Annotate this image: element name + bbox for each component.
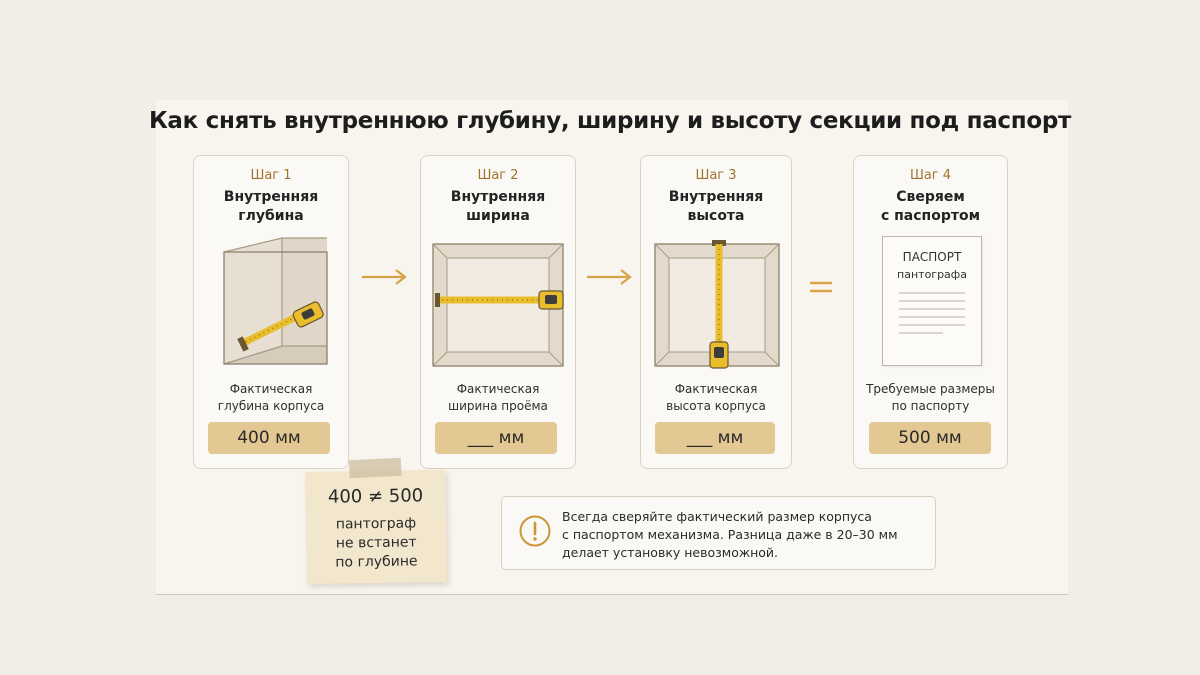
warning-text-line: делает установку невозможной.	[562, 545, 779, 560]
step-caption-line: Фактическая	[674, 382, 758, 396]
step-caption: Требуемые размеры по паспорту	[854, 381, 1007, 415]
step-title-line: с паспортом	[880, 208, 981, 224]
tape-strip	[348, 457, 402, 479]
arrow-right-icon	[587, 269, 632, 285]
step-title-line: Внутренняя	[668, 189, 764, 205]
warning-note: Всегда сверяйте фактический размер корпу…	[501, 496, 936, 570]
step-caption: Фактическая ширина проёма	[421, 381, 575, 415]
step-number: Шаг 2	[477, 168, 519, 183]
mismatch-text-line: по глубине	[335, 553, 418, 571]
step-caption-line: высота корпуса	[666, 399, 766, 413]
warning-text-line: Всегда сверяйте фактический размер корпу…	[562, 509, 872, 524]
passport-document-icon: ПАСПОРТ пантографа	[882, 236, 982, 366]
step-title: Внутренняя высота	[641, 188, 791, 226]
step-title-line: ширина	[466, 208, 530, 224]
page-title: Как снять внутреннюю глубину, ширину и в…	[148, 108, 1072, 134]
mismatch-text: пантограф не встанет по глубине	[306, 514, 447, 573]
step-caption-line: по паспорту	[891, 399, 970, 413]
warning-icon	[519, 515, 551, 547]
step-caption: Фактическая высота корпуса	[641, 381, 791, 415]
step-title: Внутренняя глубина	[194, 188, 348, 226]
step-title-line: Сверяем	[896, 189, 965, 205]
document-text-lines	[899, 292, 965, 334]
warning-text-line: с паспортом механизма. Разница даже в 20…	[562, 527, 898, 542]
step-title-line: высота	[687, 208, 745, 224]
step-card-width: Шаг 2 Внутренняя ширина Фактическая шири…	[420, 155, 576, 469]
step-caption-line: глубина корпуса	[217, 399, 325, 413]
equals-icon	[810, 281, 832, 293]
passport-subheading: пантографа	[897, 268, 967, 281]
mismatch-equation: 400 ≠ 500	[327, 485, 424, 508]
step-title: Внутренняя ширина	[421, 188, 575, 226]
step-card-height: Шаг 3 Внутренняя высота Фактическая высо…	[640, 155, 792, 469]
mismatch-text-line: не встанет	[335, 534, 417, 552]
step-value-box: ___ мм	[435, 422, 557, 454]
mismatch-text-line: пантограф	[335, 515, 417, 533]
step-value-box: ___ мм	[655, 422, 775, 454]
arrow-right-icon	[362, 269, 407, 285]
step-card-depth: Шаг 1 Внутренняя глубина Фактическая глу…	[193, 155, 349, 469]
step-caption-line: Фактическая	[229, 382, 313, 396]
step-number: Шаг 3	[695, 168, 737, 183]
step-number: Шаг 1	[250, 168, 292, 183]
mismatch-sticky-note: 400 ≠ 500 пантограф не встанет по глубин…	[305, 457, 447, 584]
step-caption: Фактическая глубина корпуса	[194, 381, 348, 415]
passport-heading: ПАСПОРТ	[902, 250, 962, 264]
step-number: Шаг 4	[909, 168, 952, 183]
step-caption-line: ширина проёма	[448, 399, 548, 413]
box-height-tape-icon	[654, 240, 780, 369]
step-value-box: 400 мм	[208, 422, 330, 454]
step-caption-line: Требуемые размеры	[866, 382, 995, 396]
box-width-tape-icon	[432, 243, 564, 367]
step-title-line: Внутренняя	[450, 189, 546, 205]
box-depth-tape-icon	[223, 237, 328, 365]
step-value-box: 500 мм	[869, 422, 991, 454]
step-card-passport: Шаг 4 Сверяем с паспортом ПАСПОРТ пантог…	[853, 155, 1008, 469]
step-caption-line: Фактическая	[456, 382, 540, 396]
step-title: Сверяем с паспортом	[854, 188, 1007, 226]
step-title-line: Внутренняя	[223, 189, 319, 205]
warning-text: Всегда сверяйте фактический размер корпу…	[562, 508, 898, 562]
step-title-line: глубина	[238, 208, 304, 224]
